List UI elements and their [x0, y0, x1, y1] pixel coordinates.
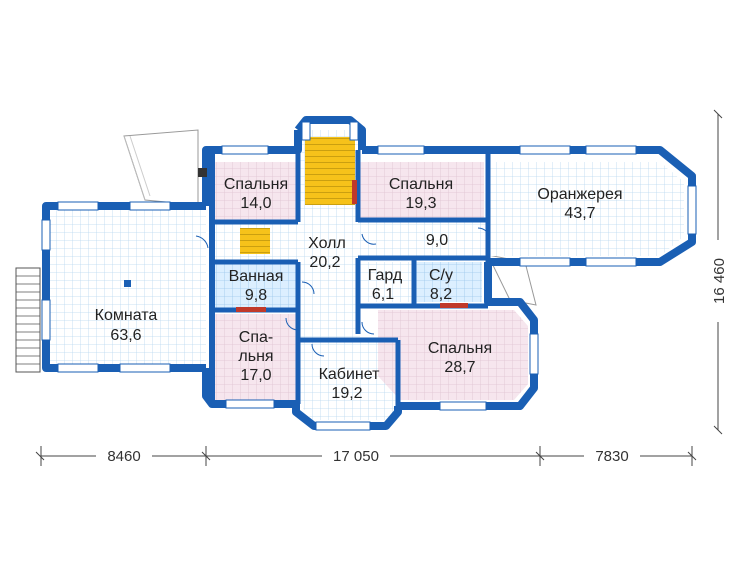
- label-spalnya-right-area: 28,7: [444, 359, 475, 376]
- label-oranzhereya-area: 43,7: [564, 205, 595, 222]
- fireplace-top: [198, 168, 207, 177]
- room-spalnya-split-floor: [212, 314, 298, 400]
- vent-marker: [124, 280, 131, 287]
- label-vannaya-area: 9,8: [245, 287, 267, 304]
- dim-height: 16 460: [711, 258, 728, 304]
- label-gard-area: 6,1: [372, 286, 394, 303]
- room-spalnya-top-floor: [360, 162, 484, 220]
- label-spalnya-top-area: 19,3: [405, 195, 436, 212]
- radiator-stairs: [352, 180, 357, 204]
- label-kabinet-area: 19,2: [331, 385, 362, 402]
- exterior-stairs: [15, 267, 41, 373]
- label-vannaya-name: Ванная: [229, 268, 284, 285]
- room-kabinet-floor: [300, 340, 398, 420]
- radiator-su: [440, 303, 468, 308]
- label-holl-area: 20,2: [309, 254, 340, 271]
- dim-left: 8460: [107, 448, 140, 465]
- label-holl-name: Холл: [308, 235, 346, 252]
- label-su-name: С/у: [429, 267, 453, 284]
- staircase-small: [240, 228, 270, 254]
- room-su-floor: [416, 262, 482, 302]
- room-spalnya-left-floor: [212, 162, 298, 222]
- dim-right: 7830: [595, 448, 628, 465]
- room-gard-floor: [360, 262, 414, 302]
- windows: [41, 121, 697, 431]
- label-komnata-name: Комната: [95, 307, 158, 324]
- label-spalnya-split-name1: Спа-: [239, 329, 273, 346]
- label-spalnya-right-name: Спальня: [428, 340, 492, 357]
- radiator-vannaya: [236, 307, 266, 312]
- room-koridor-floor: [360, 222, 486, 258]
- label-spalnya-split-name2: льня: [238, 348, 273, 365]
- dim-total: 17 050: [333, 448, 379, 465]
- label-spalnya-split-area: 17,0: [240, 367, 271, 384]
- room-oranzhereya-floor: [490, 162, 684, 256]
- label-oranzhereya-name: Оранжерея: [537, 186, 622, 203]
- door-swings: [195, 227, 491, 357]
- terrace: [123, 129, 199, 206]
- label-su-area: 8,2: [430, 286, 452, 303]
- room-vannaya-floor: [212, 262, 298, 310]
- label-spalnya-top-name: Спальня: [389, 176, 453, 193]
- label-spalnya-left-area: 14,0: [240, 195, 271, 212]
- staircase: [305, 137, 355, 205]
- label-kabinet-name: Кабинет: [319, 366, 381, 383]
- label-koridor-area: 9,0: [426, 232, 448, 249]
- label-gard-name: Гард: [368, 267, 403, 284]
- room-spalnya-right-floor: [378, 310, 528, 400]
- label-spalnya-left-name: Спальня: [224, 176, 288, 193]
- label-komnata-area: 63,6: [110, 327, 141, 344]
- dimension-lines: [35, 109, 723, 466]
